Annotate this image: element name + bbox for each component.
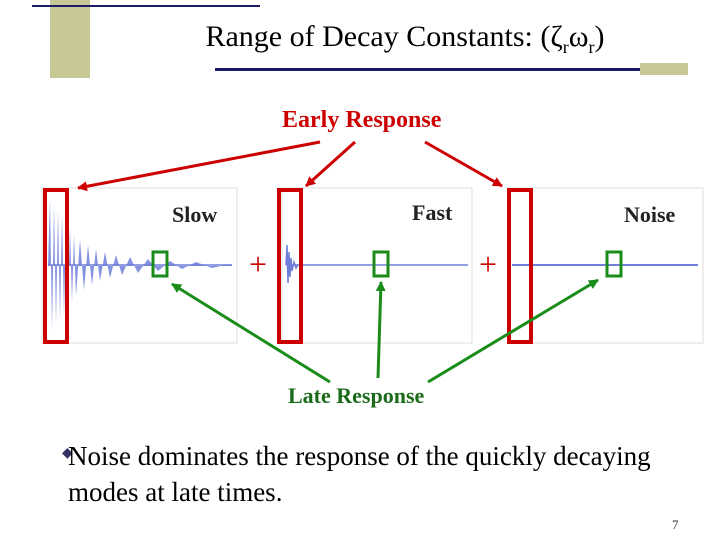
noise-early-box bbox=[507, 188, 533, 344]
late-arrow-noise bbox=[427, 278, 599, 384]
plus-sign-2: + bbox=[479, 246, 498, 282]
accent-bar-vertical bbox=[50, 0, 90, 78]
late-arrow-slow bbox=[171, 282, 331, 384]
bullet-diamond-icon: ◆ bbox=[62, 446, 73, 461]
fast-label: Fast bbox=[412, 200, 453, 225]
fast-late-box bbox=[372, 250, 390, 278]
fast-decay-signal bbox=[285, 244, 468, 284]
noise-late-box bbox=[605, 250, 623, 278]
early-arrow-noise bbox=[424, 140, 503, 188]
title-underline bbox=[215, 68, 640, 71]
top-line bbox=[32, 5, 260, 7]
slow-label: Slow bbox=[172, 202, 218, 227]
bullet-text: Noise dominates the response of the quic… bbox=[68, 441, 651, 507]
early-response-label: Early Response bbox=[282, 107, 442, 133]
noise-label: Noise bbox=[624, 202, 676, 227]
page-number: 7 bbox=[672, 517, 679, 532]
slow-late-box bbox=[151, 250, 169, 278]
early-arrow-slow bbox=[77, 140, 321, 192]
late-arrow-fast bbox=[375, 281, 386, 379]
early-arrow-fast bbox=[304, 140, 357, 188]
fast-early-box bbox=[277, 188, 303, 344]
slide-title: Range of Decay Constants: (ζrωr) bbox=[205, 20, 605, 57]
plus-sign-1: + bbox=[249, 246, 268, 282]
late-response-label: Late Response bbox=[288, 383, 425, 408]
accent-bar-horizontal bbox=[640, 63, 688, 75]
slow-early-box bbox=[43, 188, 69, 344]
